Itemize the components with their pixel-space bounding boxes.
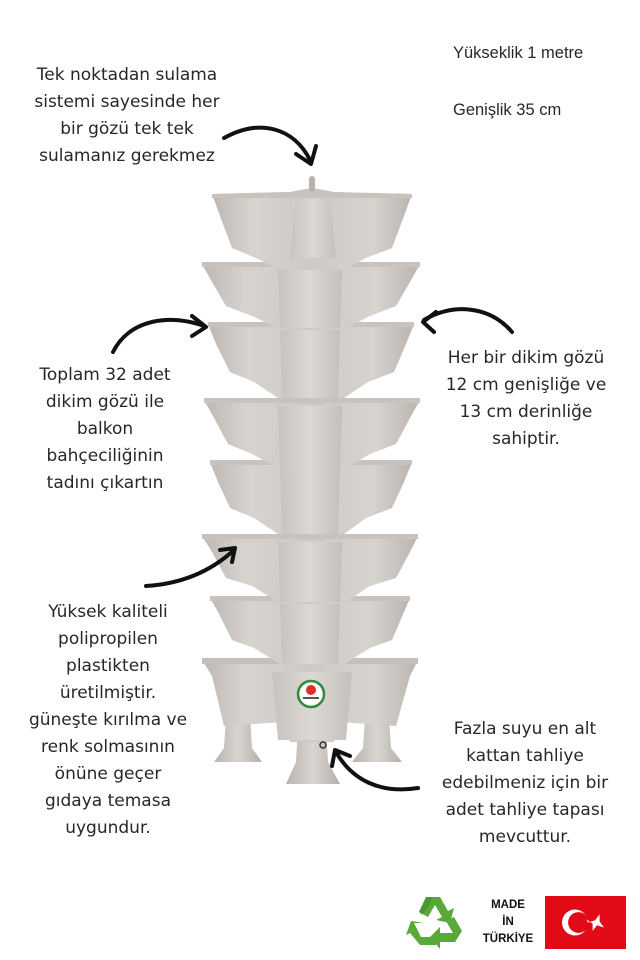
crescent-star-icon (562, 909, 604, 936)
arrow-watering (222, 125, 318, 166)
height-spec: Yükseklik 1 metre (453, 44, 584, 62)
arrow-drain (330, 748, 420, 792)
arrow-pockets-total (111, 314, 208, 354)
width-spec: Genişlik 35 cm (453, 101, 562, 119)
arrow-pocket-size (421, 307, 514, 334)
callout-watering: Tek noktadan sulama sistemi sayesinde he… (34, 65, 220, 166)
callout-pocket-size: Her bir dikim gözü 12 cm genişliğe ve 13… (445, 348, 607, 449)
callout-pockets-total: Toplam 32 adet dikim gözü ile balkon bah… (39, 365, 171, 493)
recycle-icon (406, 897, 462, 949)
arrow-material (144, 546, 237, 588)
callout-material: Yüksek kaliteli polipropilen plastikten … (28, 602, 188, 838)
turkey-flag (545, 896, 626, 949)
watering-pipe (309, 176, 315, 192)
planter-base-tier (202, 658, 418, 749)
made-in-label: MADE İN TÜRKİYE (482, 899, 534, 945)
planter-tiers (202, 176, 420, 664)
callout-drain: Fazla suyu en alt kattan tahliye edebilm… (441, 719, 609, 847)
